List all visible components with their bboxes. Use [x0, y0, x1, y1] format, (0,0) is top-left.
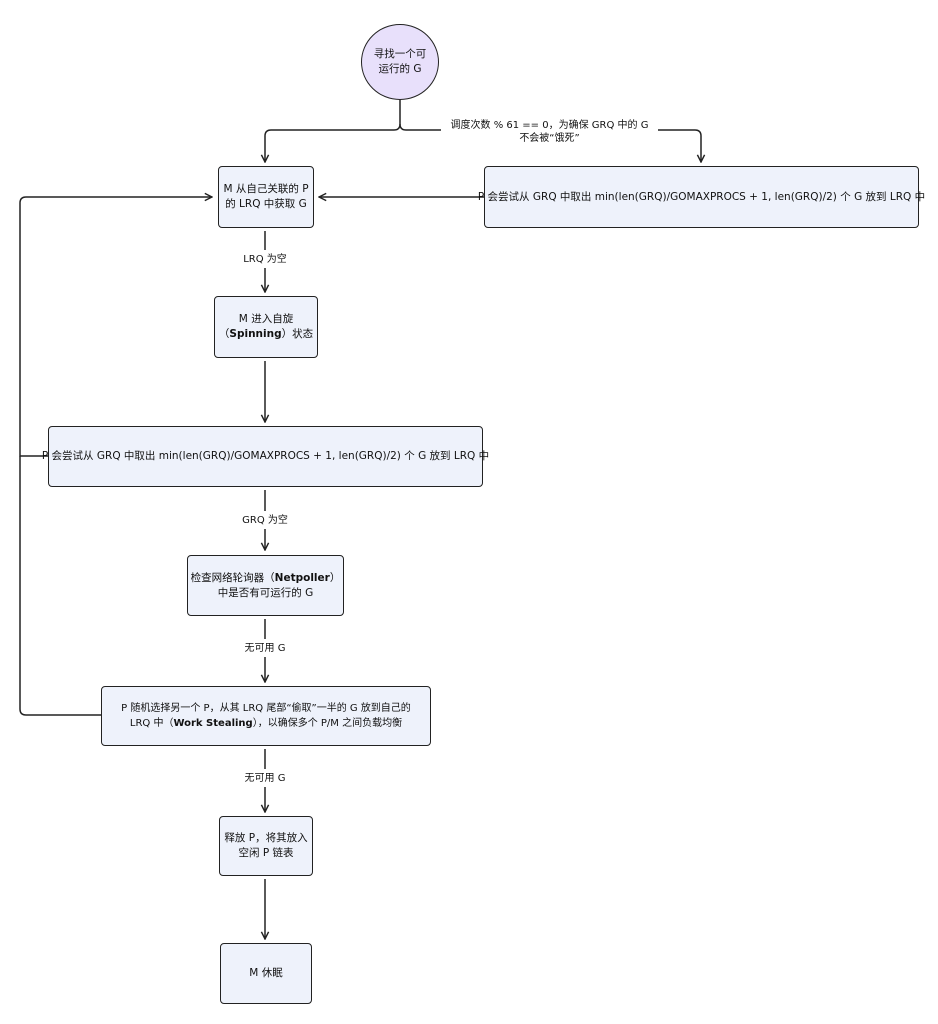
node-work-stealing: P 随机选择另一个 P，从其 LRQ 尾部“偷取”一半的 G 放到自己的 LRQ…: [101, 686, 431, 746]
edge-label-lrq-empty: LRQ 为空: [235, 253, 295, 266]
text-run: ）状态: [281, 328, 314, 340]
node-m-spinning: M 进入自旋 （Spinning）状态: [214, 296, 318, 358]
edge-steal-to-lrq-loop: [19, 456, 101, 716]
node-line: 检查网络轮询器（Netpoller）: [191, 571, 341, 586]
text-run: 中是否有可运行的 G: [217, 586, 314, 599]
node-grq-periodic-take: P 会尝试从 GRQ 中取出 min(len(GRQ)/GOMAXPROCS +…: [478, 166, 925, 228]
label-line: 调度次数 % 61 == 0，为确保 GRQ 中的 G: [450, 120, 649, 131]
text-run-bold: Work Stealing: [173, 718, 253, 729]
edge-label-no-g-2: 无可用 G: [235, 772, 295, 785]
edge-label-schedule: 调度次数 % 61 == 0，为确保 GRQ 中的 G 不会被“饿死”: [441, 119, 658, 145]
text-run-bold: Netpoller: [274, 571, 330, 584]
node-line: LRQ 中（Work Stealing），以确保多个 P/M 之间负载均衡: [121, 716, 411, 731]
text-run: LRQ 中（: [129, 718, 174, 729]
edge-label-grq-empty: GRQ 为空: [235, 514, 295, 527]
text-run: P 随机选择另一个 P，从其 LRQ 尾部“偷取”一半的 G 放到自己的: [121, 703, 411, 714]
text-run: ），以确保多个 P/M 之间负载均衡: [252, 718, 403, 729]
label-line: 不会被“饿死”: [519, 133, 580, 144]
node-line: M 进入自旋: [219, 312, 313, 327]
text-run: 检查网络轮询器（: [190, 571, 275, 584]
edge-start-to-grq-periodic: [399, 123, 701, 162]
node-line: P 会尝试从 GRQ 中取出 min(len(GRQ)/GOMAXPROCS +…: [41, 450, 490, 462]
node-check-netpoller: 检查网络轮询器（Netpoller） 中是否有可运行的 G: [187, 555, 344, 616]
edge-label-no-g-1: 无可用 G: [235, 642, 295, 655]
node-line: P 会尝试从 GRQ 中取出 min(len(GRQ)/GOMAXPROCS +…: [477, 190, 926, 203]
text-run: ）: [329, 571, 341, 584]
node-line: 运行的 G: [378, 63, 422, 75]
text-run: （: [218, 328, 230, 340]
edge-start-to-lrq: [265, 100, 401, 162]
node-line: M 从自己关联的 P: [223, 183, 309, 195]
node-line: 的 LRQ 中获取 G: [225, 198, 307, 210]
node-release-p: 释放 P，将其放入 空闲 P 链表: [219, 816, 313, 876]
text-run: M 进入自旋: [238, 313, 294, 325]
node-line: 空闲 P 链表: [238, 847, 294, 859]
node-line: 寻找一个可: [373, 48, 427, 60]
node-line: 中是否有可运行的 G: [191, 586, 341, 601]
node-line: M 休眠: [249, 967, 283, 979]
node-m-sleep: M 休眠: [220, 943, 312, 1004]
edge-grq-to-lrq-loop: [19, 197, 212, 457]
node-line: （Spinning）状态: [219, 327, 313, 342]
node-grq-take: P 会尝试从 GRQ 中取出 min(len(GRQ)/GOMAXPROCS +…: [42, 426, 489, 487]
node-find-runnable-g: 寻找一个可 运行的 G: [361, 24, 439, 100]
node-m-get-g-from-lrq: M 从自己关联的 P 的 LRQ 中获取 G: [218, 166, 314, 228]
text-run-bold: Spinning: [229, 328, 282, 340]
node-line: 释放 P，将其放入: [224, 832, 308, 844]
node-line: P 随机选择另一个 P，从其 LRQ 尾部“偷取”一半的 G 放到自己的: [121, 701, 411, 716]
